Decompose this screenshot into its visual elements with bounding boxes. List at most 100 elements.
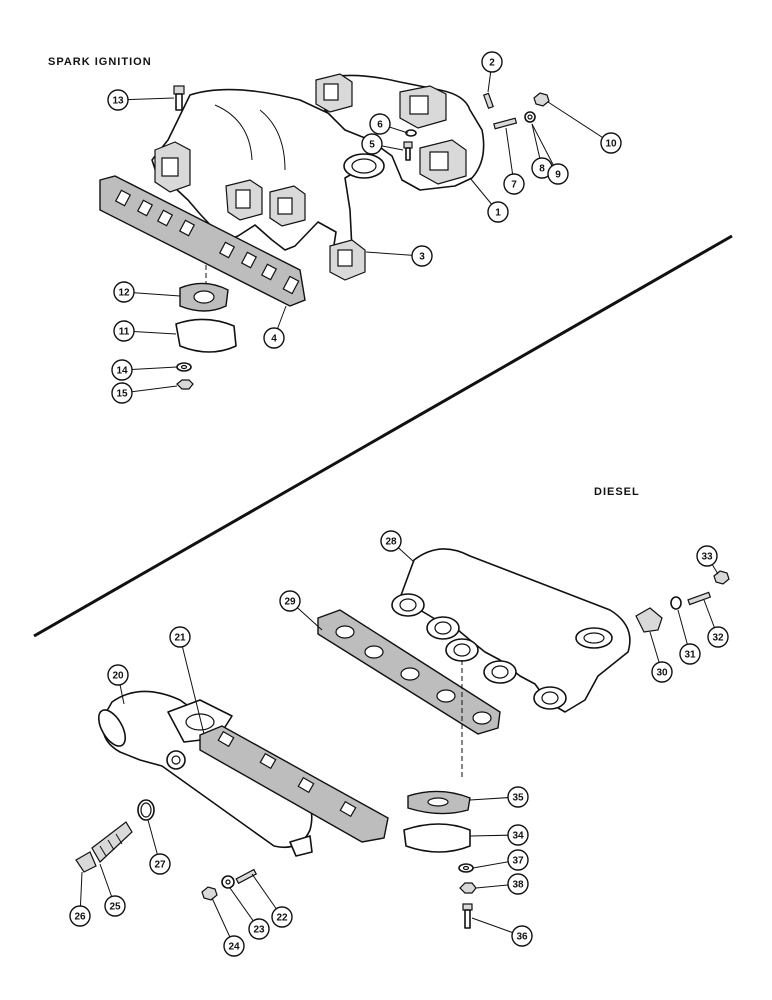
callout-label: 36 (516, 932, 528, 943)
callout-35: 35 (507, 786, 529, 808)
callout-bubble (111, 382, 133, 404)
callout-label: 35 (512, 793, 524, 804)
callout-bubble (380, 530, 402, 552)
callout-bubble (107, 89, 129, 111)
callout-bubble (279, 590, 301, 612)
callout-bubble (696, 545, 718, 567)
callout-label: 7 (511, 180, 517, 191)
stud-2 (482, 92, 494, 110)
callout-bubble (248, 918, 270, 940)
callout-bubble (507, 849, 529, 871)
leader-lines (79, 61, 719, 947)
callout-7: 7 (503, 173, 525, 195)
callout-bubble (600, 132, 622, 154)
callout-label: 12 (118, 288, 130, 299)
callout-5: 5 (361, 133, 383, 155)
callout-bubble (507, 786, 529, 808)
callout-4: 4 (263, 327, 285, 349)
callout-label: 37 (512, 856, 524, 867)
callout-25: 25 (104, 895, 126, 917)
section-title-spark-ignition: SPARK IGNITION (48, 56, 152, 68)
fitting-25 (91, 821, 133, 863)
callout-9: 9 (547, 163, 569, 185)
exhaust-manifold (315, 73, 485, 191)
bolt-13 (173, 85, 185, 111)
callout-12: 12 (113, 281, 135, 303)
nut-10 (533, 92, 550, 107)
callout-28: 28 (380, 530, 402, 552)
leader-line-21 (179, 636, 205, 735)
callout-bubble (169, 626, 191, 648)
o-ring-27 (137, 799, 155, 821)
washer-8 (524, 111, 536, 123)
callout-bubble (507, 824, 529, 846)
callout-label: 13 (112, 96, 124, 107)
callout-label: 32 (712, 633, 724, 644)
callout-bubble (481, 51, 503, 73)
callout-bubble (411, 245, 433, 267)
stud-22 (235, 868, 258, 885)
intake-manifold (151, 88, 385, 281)
callout-label: 22 (276, 913, 288, 924)
callout-20: 20 (107, 664, 129, 686)
washer-23 (221, 875, 235, 889)
callout-bubble (149, 853, 171, 875)
callout-label: 31 (684, 650, 696, 661)
clamp-30 (635, 607, 663, 633)
water-manifold-gasket (199, 725, 389, 843)
callout-13: 13 (107, 89, 129, 111)
callout-bubble (361, 133, 383, 155)
callout-bubble (507, 873, 529, 895)
callout-2: 2 (481, 51, 503, 73)
callout-label: 2 (489, 58, 495, 69)
callout-27: 27 (149, 853, 171, 875)
bolt-5 (403, 141, 413, 161)
temperature-sender-26 (75, 851, 97, 873)
flange-gasket-12 (179, 282, 229, 312)
callout-label: 8 (539, 164, 545, 175)
callout-label: 10 (605, 139, 617, 150)
callout-label: 4 (271, 334, 277, 345)
callout-23: 23 (248, 918, 270, 940)
callout-14: 14 (111, 359, 133, 381)
manifold-gasket (99, 175, 306, 307)
section-title-diesel: DIESEL (594, 486, 640, 498)
callout-6: 6 (369, 113, 391, 135)
callout-bubble (651, 661, 673, 683)
callout-15: 15 (111, 382, 133, 404)
callout-label: 20 (112, 671, 124, 682)
callout-bubble (547, 163, 569, 185)
callout-group: 1234567891011121314152021222324252627282… (69, 51, 729, 957)
callout-label: 29 (284, 597, 296, 608)
diesel-exhaust-manifold (391, 548, 631, 713)
callout-bubble (503, 173, 525, 195)
callout-bubble (511, 925, 533, 947)
callout-1: 1 (487, 201, 509, 223)
callout-bubble (487, 201, 509, 223)
callout-label: 23 (253, 925, 265, 936)
callout-label: 9 (555, 170, 561, 181)
nut-24 (201, 886, 218, 901)
callout-31: 31 (679, 643, 701, 665)
nut-38 (459, 882, 477, 894)
callout-label: 6 (377, 120, 383, 131)
callout-32: 32 (707, 626, 729, 648)
cover-plate-11 (175, 318, 237, 353)
callout-label: 38 (512, 880, 524, 891)
callout-bubble (113, 281, 135, 303)
callout-label: 3 (419, 252, 425, 263)
nut-15 (176, 379, 194, 390)
callout-bubble (69, 905, 91, 927)
callout-34: 34 (507, 824, 529, 846)
callout-36: 36 (511, 925, 533, 947)
callout-bubble (111, 359, 133, 381)
callout-21: 21 (169, 626, 191, 648)
callout-bubble (107, 664, 129, 686)
callout-label: 24 (228, 942, 240, 953)
callout-bubble (263, 327, 285, 349)
callout-label: 25 (109, 902, 121, 913)
stud-7 (493, 117, 518, 130)
washer-14 (176, 362, 192, 372)
callout-bubble (679, 643, 701, 665)
